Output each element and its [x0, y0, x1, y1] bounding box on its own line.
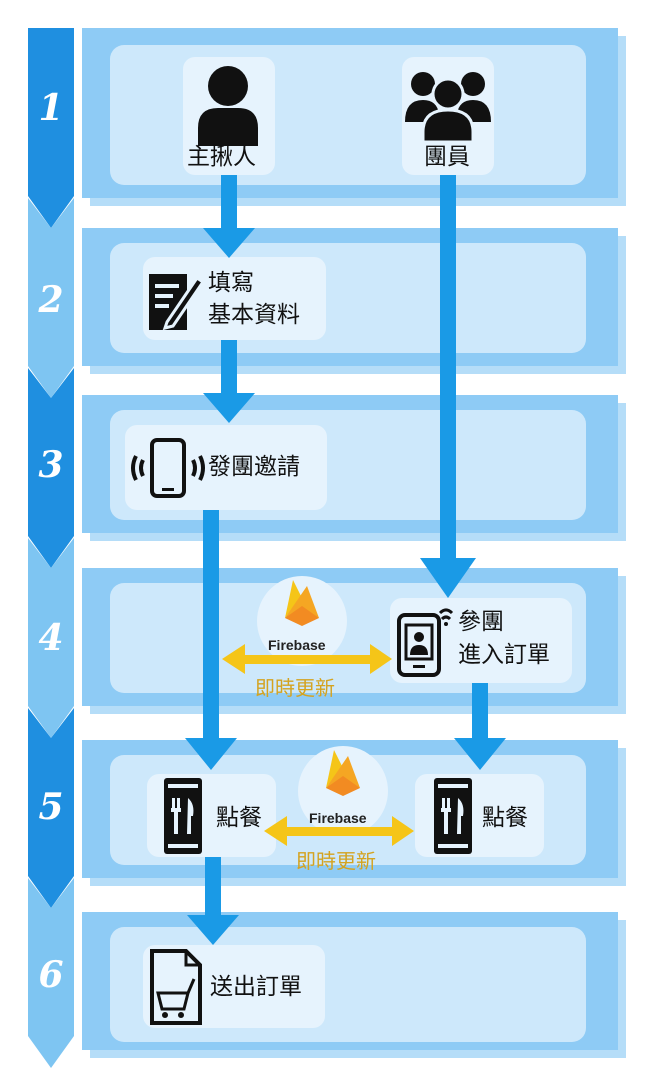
sync-label: 即時更新: [296, 849, 376, 873]
host-label: 主揪人: [187, 144, 256, 170]
fill-info-line1: 填寫: [208, 270, 254, 296]
person-icon: [196, 62, 260, 150]
step-number: 1: [38, 87, 64, 129]
step-6-chevron: [28, 878, 74, 1068]
firebase-label: Firebase: [309, 810, 367, 826]
flow-arrow: [185, 510, 237, 770]
sync-label: 即時更新: [255, 676, 335, 700]
join-line1: 參團: [458, 609, 504, 635]
firebase-flame-icon: [283, 578, 321, 630]
phone-menu-icon: [430, 776, 476, 860]
cart-document-icon: [148, 947, 204, 1031]
sync-arrow: [222, 644, 392, 674]
member-order-label: 點餐: [482, 805, 528, 831]
sync-arrow: [264, 816, 414, 846]
flow-arrow: [203, 340, 255, 423]
phone-menu-icon: [160, 776, 206, 860]
step-number: 5: [38, 786, 64, 828]
flow-arrow: [420, 175, 476, 598]
step-number: 4: [38, 617, 64, 659]
join-line2: 進入訂單: [458, 642, 550, 668]
step-number: 2: [38, 279, 64, 321]
step-3-chevron: [28, 368, 74, 568]
edit-document-icon: [145, 270, 206, 338]
flow-arrow: [203, 175, 255, 258]
member-label: 團員: [424, 144, 470, 170]
host-order-label: 點餐: [216, 805, 262, 831]
flow-arrow: [187, 857, 239, 945]
phone-user-icon: [396, 603, 456, 681]
step-5-chevron: [28, 708, 74, 908]
firebase-label: Firebase: [268, 637, 326, 653]
flow-arrow: [454, 683, 506, 770]
firebase-flame-icon: [324, 748, 362, 800]
submit-label: 送出訂單: [210, 974, 302, 1000]
step-number: 6: [38, 954, 64, 996]
step-2-chevron: [28, 198, 74, 398]
submit-chip: [143, 945, 325, 1028]
invite-label: 發團邀請: [208, 454, 300, 480]
fill-info-line2: 基本資料: [208, 302, 300, 328]
step-1-chevron: [28, 28, 74, 228]
step-4-chevron: [28, 538, 74, 738]
phone-signal-icon: [128, 438, 208, 502]
group-icon: [403, 66, 493, 146]
step-number: 3: [38, 444, 64, 486]
